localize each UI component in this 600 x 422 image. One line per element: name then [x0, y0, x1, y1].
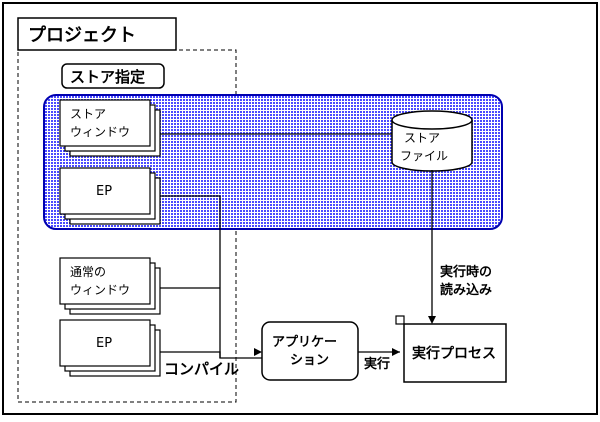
store-file-line2: ファイル: [400, 149, 448, 163]
normal-window-stack: 通常の ウィンドウ: [59, 257, 161, 315]
application-box: [261, 321, 359, 381]
arrow-to-process: [392, 348, 400, 356]
execute-label: 実行: [364, 356, 390, 372]
ep-bottom-stack: EP: [59, 319, 161, 377]
ep-bottom-label: EP: [96, 336, 112, 351]
process-label: 実行プロセス: [412, 345, 496, 362]
store-section-tab: [61, 63, 165, 89]
store-window-stack: ストア ウィンドウ: [59, 99, 161, 157]
store-file-cylinder: ストア ファイル: [391, 110, 473, 172]
process-marker: [395, 315, 405, 325]
runtime-load-line2: 読み込み: [440, 282, 492, 298]
normal-window-line1: 通常の: [70, 265, 106, 279]
application-line2: ション: [290, 353, 329, 368]
store-window-line1: ストア: [70, 107, 106, 121]
store-section-label: ストア指定: [70, 68, 145, 86]
project-tab: [17, 17, 177, 51]
process-box: [403, 323, 507, 383]
compile-label: コンパイル: [164, 360, 239, 378]
ep-top-to-compile-line: [160, 195, 221, 358]
arrow-runtime-load: [428, 316, 436, 324]
ep-top-stack: EP: [59, 167, 161, 225]
compile-to-app-line: [160, 351, 262, 359]
project-title: プロジェクト: [28, 24, 136, 46]
store-file-line1: ストア: [404, 131, 440, 145]
arrow-to-application: [254, 348, 262, 356]
application-line1: アプリケー: [272, 335, 337, 350]
store-window-line2: ウィンドウ: [70, 125, 130, 139]
normal-window-line2: ウィンドウ: [70, 283, 130, 297]
ep-top-label: EP: [96, 184, 112, 199]
runtime-load-line1: 実行時の: [440, 264, 492, 280]
